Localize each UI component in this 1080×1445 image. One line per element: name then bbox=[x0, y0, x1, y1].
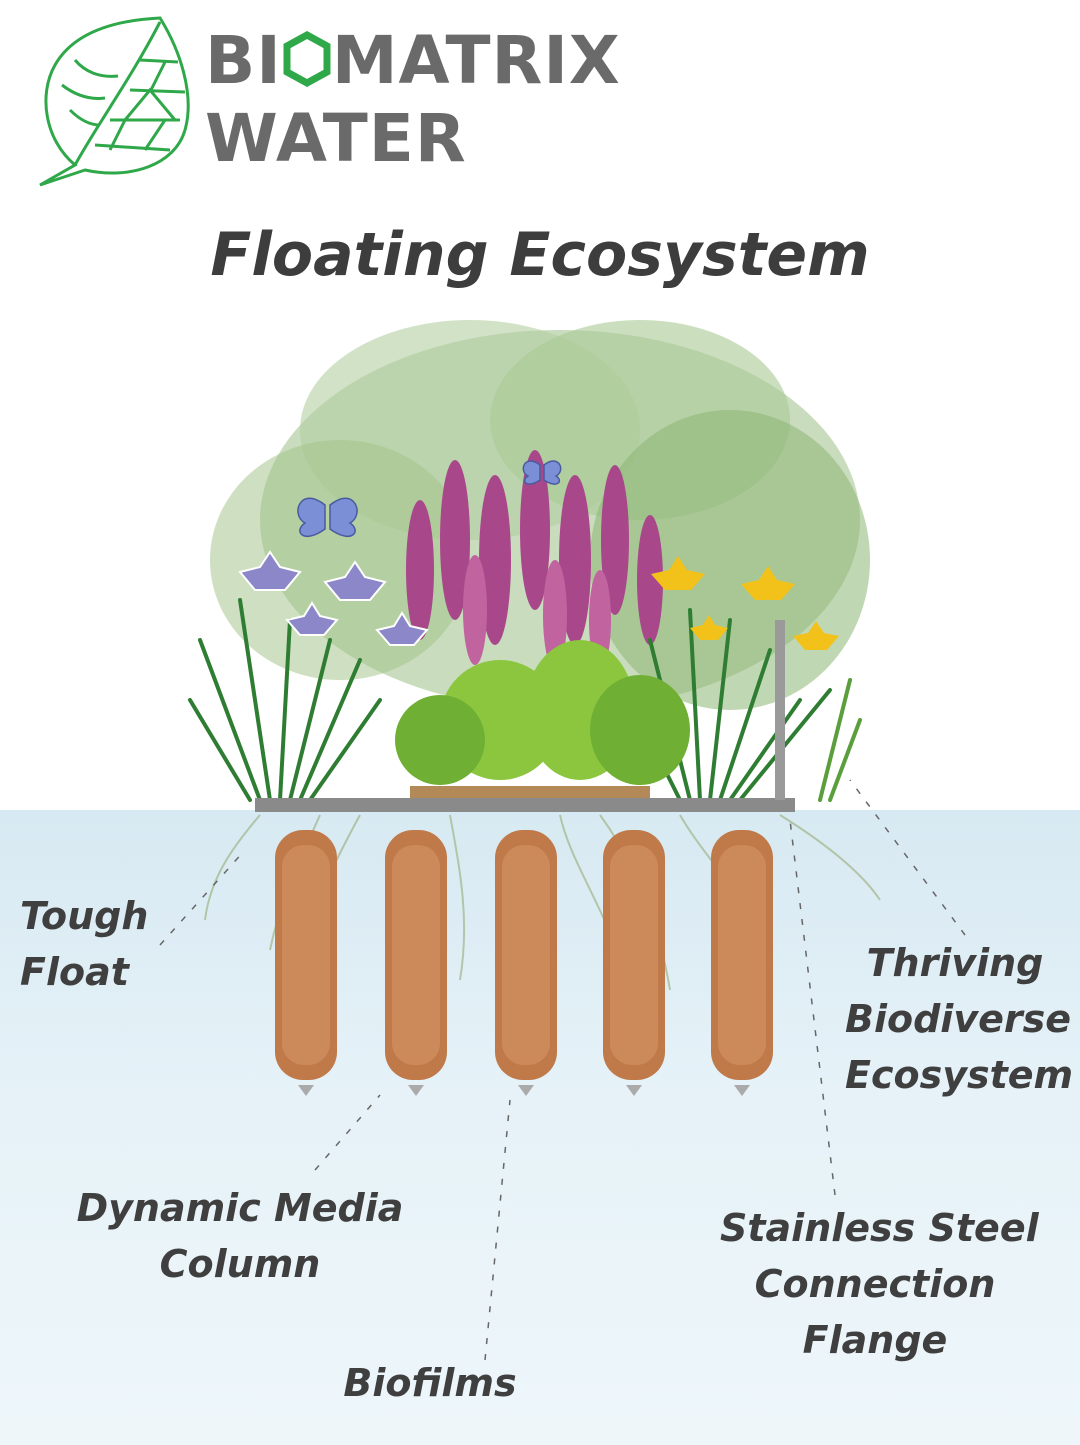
leader-lines bbox=[159, 779, 966, 1361]
media-column bbox=[711, 830, 773, 1096]
logo-line1-prefix: BI bbox=[205, 22, 282, 99]
label-stainless-flange: Stainless Steel Connection Flange bbox=[720, 1206, 1039, 1362]
fern-middle bbox=[395, 640, 690, 785]
label-thriving-ecosystem: Thriving Biodiverse Ecosystem bbox=[845, 941, 1074, 1097]
media-column bbox=[495, 830, 557, 1096]
logo-line2: WATER bbox=[205, 100, 467, 177]
butterfly-icon bbox=[297, 460, 562, 537]
leaf-icon bbox=[39, 16, 190, 187]
leader-biofilms bbox=[484, 1099, 511, 1361]
label-biofilms: Biofilms bbox=[343, 1361, 517, 1405]
page-title: Floating Ecosystem bbox=[210, 220, 870, 290]
leader-stainless bbox=[789, 819, 836, 1196]
purple-flower-spikes bbox=[406, 450, 663, 670]
media-column bbox=[385, 830, 447, 1096]
leader-tough-float bbox=[159, 849, 246, 946]
connection-flange-post bbox=[775, 620, 785, 800]
label-dynamic-media-column: Dynamic Media Column bbox=[76, 1186, 404, 1286]
logo-line1: BI MATRIX bbox=[205, 22, 621, 99]
label-tough-float: Tough Float bbox=[20, 894, 149, 994]
iris-flowers bbox=[238, 550, 429, 646]
media-columns bbox=[275, 830, 773, 1096]
logo-line1-suffix: MATRIX bbox=[331, 22, 621, 99]
leader-dynamic-media bbox=[314, 1094, 381, 1171]
float-mat bbox=[255, 620, 795, 812]
leader-thriving bbox=[849, 779, 966, 936]
media-column bbox=[603, 830, 665, 1096]
hexagon-icon bbox=[283, 31, 331, 87]
yellow-flowers bbox=[651, 556, 839, 650]
media-column bbox=[275, 830, 337, 1096]
